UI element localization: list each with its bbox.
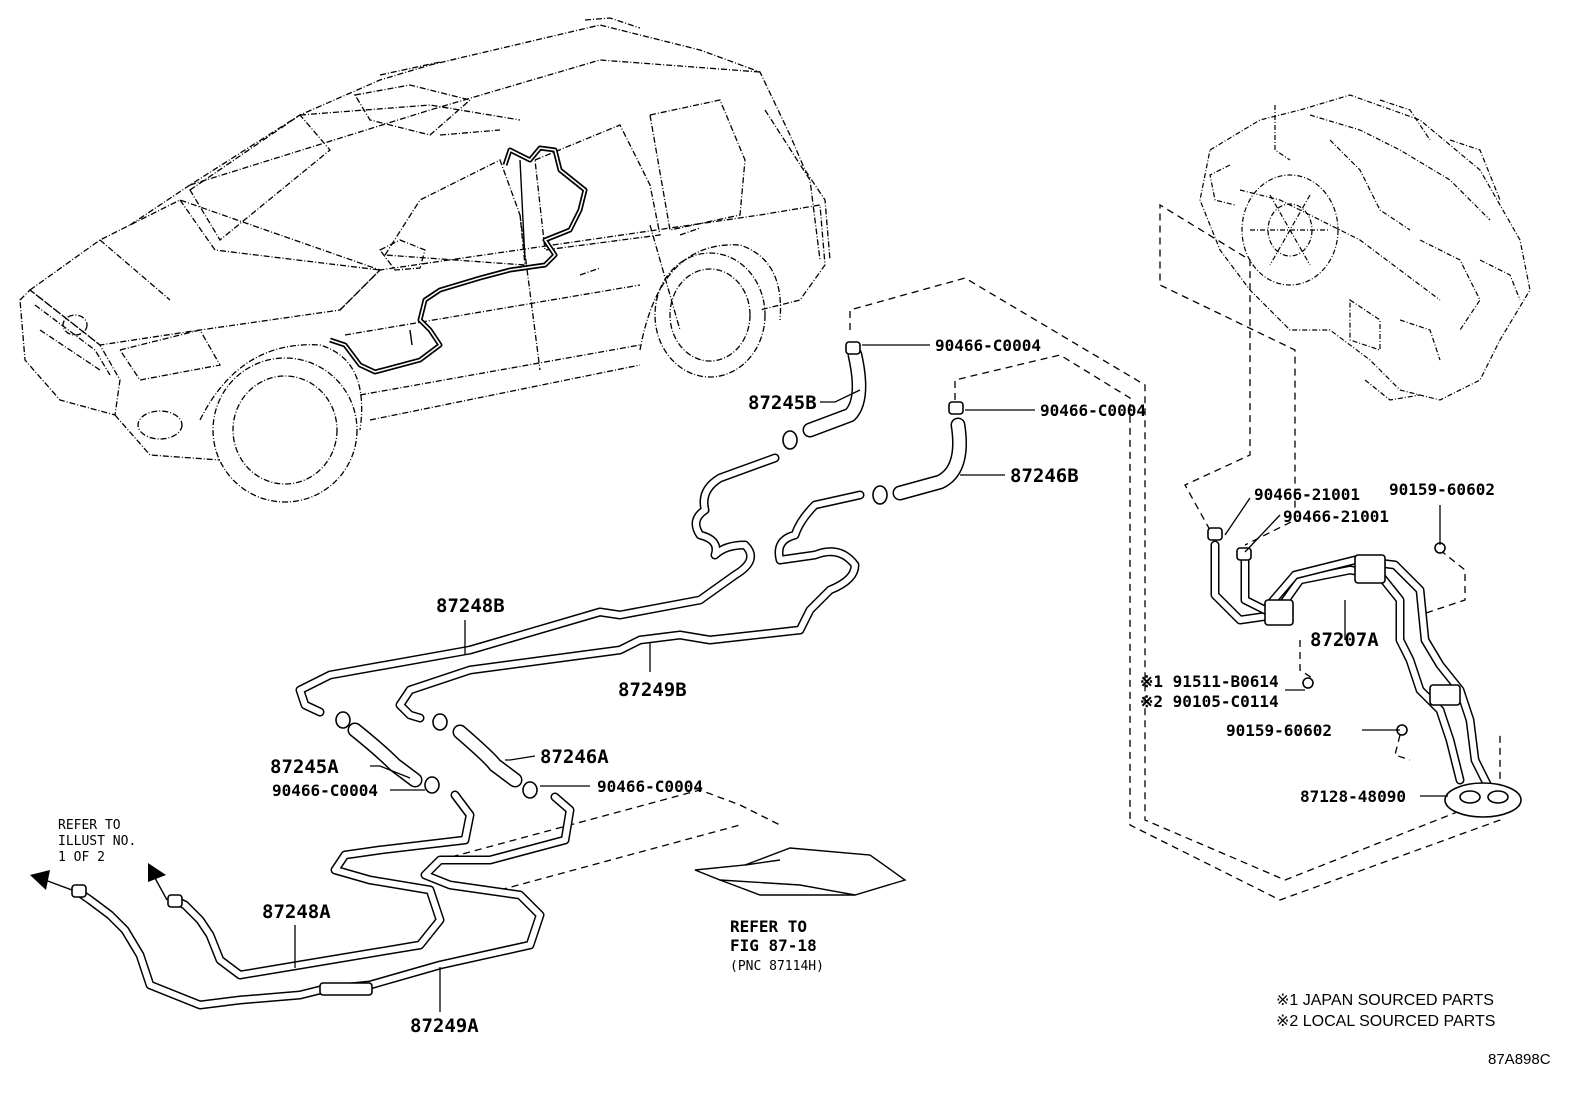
refer-illust-line-2: ILLUST NO. (58, 834, 136, 849)
label-87249A: 87249A (410, 1015, 479, 1037)
label-clamp-top-1: 90466-C0004 (935, 336, 1041, 355)
label-87246A: 87246A (540, 746, 609, 768)
floor-panel-illustration (694, 847, 907, 896)
note-local-sourced: ※2 LOCAL SOURCED PARTS (1276, 1013, 1495, 1030)
label-clamp-low-1: 90466-C0004 (272, 781, 378, 800)
pipe-bracket-icon (1429, 684, 1461, 706)
lower-hoses (335, 711, 538, 799)
hose-clamp-icon (782, 430, 798, 450)
upper-hoses (782, 341, 968, 505)
illustration-code: 87A898C (1488, 1051, 1551, 1068)
pipe-end-icon (71, 884, 87, 898)
hose-clamp-icon (872, 485, 888, 505)
note-japan-sourced: ※1 JAPAN SOURCED PARTS (1276, 992, 1494, 1009)
pipe-bracket-icon (1354, 554, 1386, 584)
part-labels: 90466-C0004 90466-C0004 87245B 87246B 87… (262, 336, 1495, 1037)
grommet-hole-icon (1459, 790, 1481, 804)
direction-arrows (30, 863, 183, 908)
refer-fig-note: REFER TO FIG 87-18 (PNC 87114H) (730, 917, 824, 974)
leader-lines (370, 344, 1448, 797)
hose-clamp-icon (948, 401, 964, 415)
label-grommet: 87128-48090 (1300, 787, 1406, 806)
label-87245A: 87245A (270, 756, 339, 778)
label-87249B: 87249B (618, 679, 687, 701)
hose-clamp-icon (1207, 527, 1223, 541)
sourcing-notes: ※1 JAPAN SOURCED PARTS ※2 LOCAL SOURCED … (1276, 992, 1495, 1030)
label-bolt-top: 90159-60602 (1389, 480, 1495, 499)
hose-clamp-icon (1236, 547, 1252, 561)
label-87246B: 87246B (1010, 465, 1079, 487)
hose-clamp-icon (335, 711, 351, 729)
grommet-hole-icon (1487, 790, 1509, 804)
label-clip-2: 90466-21001 (1283, 507, 1389, 526)
screw-icon (1302, 677, 1314, 689)
hose-clamp-icon (522, 781, 538, 799)
label-clamp-low-2: 90466-C0004 (597, 777, 703, 796)
hose-clamp-icon (845, 341, 861, 355)
arrow-left-icon (30, 870, 50, 890)
label-clamp-top-2: 90466-C0004 (1040, 401, 1146, 420)
refer-fig-line-1: REFER TO (730, 917, 807, 936)
label-bolt-mid: 90159-60602 (1226, 721, 1332, 740)
label-87245B: 87245B (748, 392, 817, 414)
pipe-end-icon (167, 894, 183, 908)
refer-fig-line-2: FIG 87-18 (730, 936, 817, 955)
arrow-up-icon (148, 863, 166, 882)
refer-fig-line-3: (PNC 87114H) (730, 959, 824, 974)
vehicle-illustration (19, 17, 831, 503)
hose-clamp-icon (432, 713, 448, 731)
label-screw-jp: ※1 91511-B0614 (1140, 672, 1279, 691)
label-87207A: 87207A (1310, 629, 1379, 651)
rear-heater-pipes (1207, 527, 1522, 818)
pipe-cover-icon (319, 982, 373, 996)
hvac-unit-illustration (1199, 94, 1531, 401)
grommet-icon (1444, 782, 1522, 818)
label-87248A: 87248A (262, 901, 331, 923)
label-87248B: 87248B (436, 595, 505, 617)
refer-illust-note: REFER TO ILLUST NO. 1 OF 2 (58, 818, 136, 865)
label-screw-local: ※2 90105-C0114 (1140, 692, 1279, 711)
lower-pipes (75, 790, 575, 1012)
pipe-bracket-icon (1264, 599, 1294, 626)
refer-illust-line-1: REFER TO (58, 818, 121, 833)
refer-illust-line-3: 1 OF 2 (58, 850, 105, 865)
hose-clamp-icon (424, 776, 440, 794)
label-clip-1: 90466-21001 (1254, 485, 1360, 504)
upper-pipes (295, 453, 865, 723)
